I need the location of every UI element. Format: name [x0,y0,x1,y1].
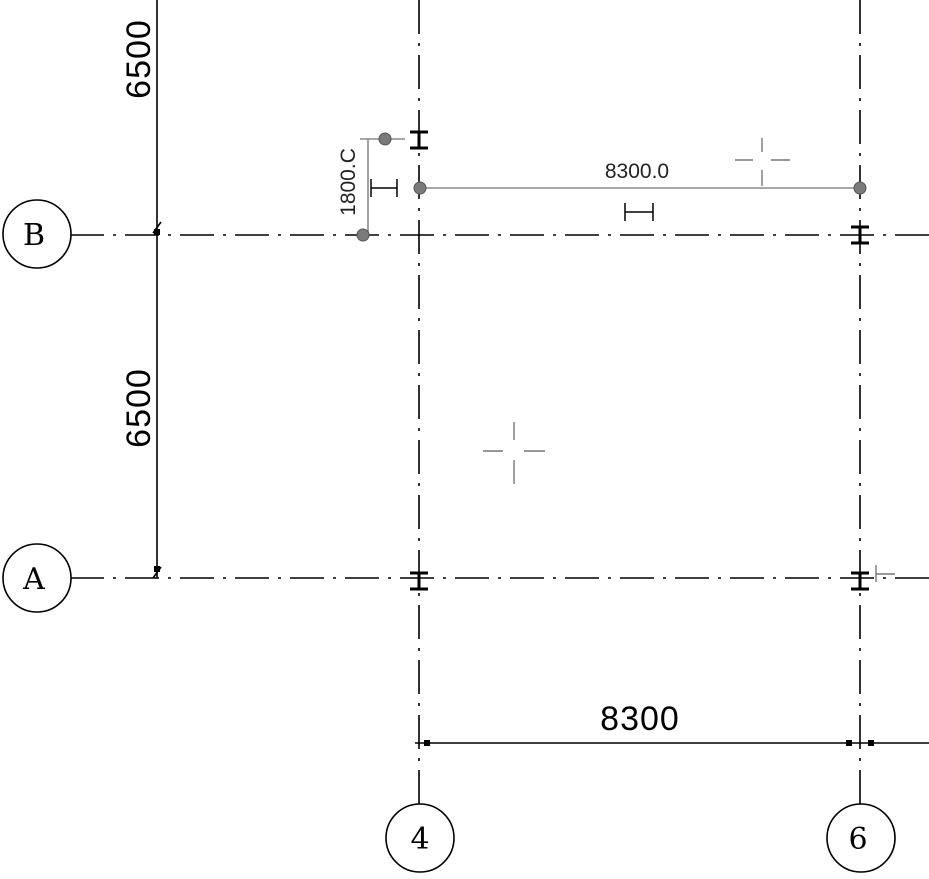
column-symbol-b6[interactable] [851,225,869,245]
grid-bubble-4[interactable]: 4 [385,803,455,873]
alignment-marker-icon [875,565,895,582]
grid-label-a: A [22,562,45,597]
column-symbol-a4[interactable] [410,571,428,591]
lock-dimension-icon-vertical[interactable] [370,179,398,197]
dimension-text-bottom[interactable]: 8300 [600,700,680,738]
crosshair-cursor-center [483,422,545,484]
grid-label-b: B [23,218,45,253]
column-symbol-top[interactable] [410,130,428,150]
crosshair-cursor-top [735,138,790,186]
grip-handle-right[interactable] [853,181,867,195]
dimension-dot-a [154,566,160,572]
grid-bubble-b[interactable]: B [2,199,72,269]
dimension-dot-4 [424,740,430,746]
temp-dimension-vertical-value[interactable]: 1800.C [337,148,360,216]
grid-bubble-a[interactable]: A [2,543,72,613]
dimension-text-middle[interactable]: 6500 [120,368,158,448]
dimension-dot-6 [846,740,852,746]
temp-dimension-horizontal-value[interactable]: 8300.0 [605,160,669,183]
dimension-dot-b [154,229,160,235]
grid-label-4: 4 [410,822,429,857]
dimension-text-top[interactable]: 6500 [120,19,158,99]
lock-dimension-icon-horizontal[interactable] [624,203,654,221]
grip-handle-left[interactable] [413,181,427,195]
grip-handle-bottom[interactable] [356,228,370,242]
column-symbol-a6[interactable] [851,571,869,591]
grid-label-6: 6 [848,822,867,857]
grid-bubble-6[interactable]: 6 [826,803,896,873]
dimension-dot-next [868,740,874,746]
grip-handle-top[interactable] [378,132,392,146]
